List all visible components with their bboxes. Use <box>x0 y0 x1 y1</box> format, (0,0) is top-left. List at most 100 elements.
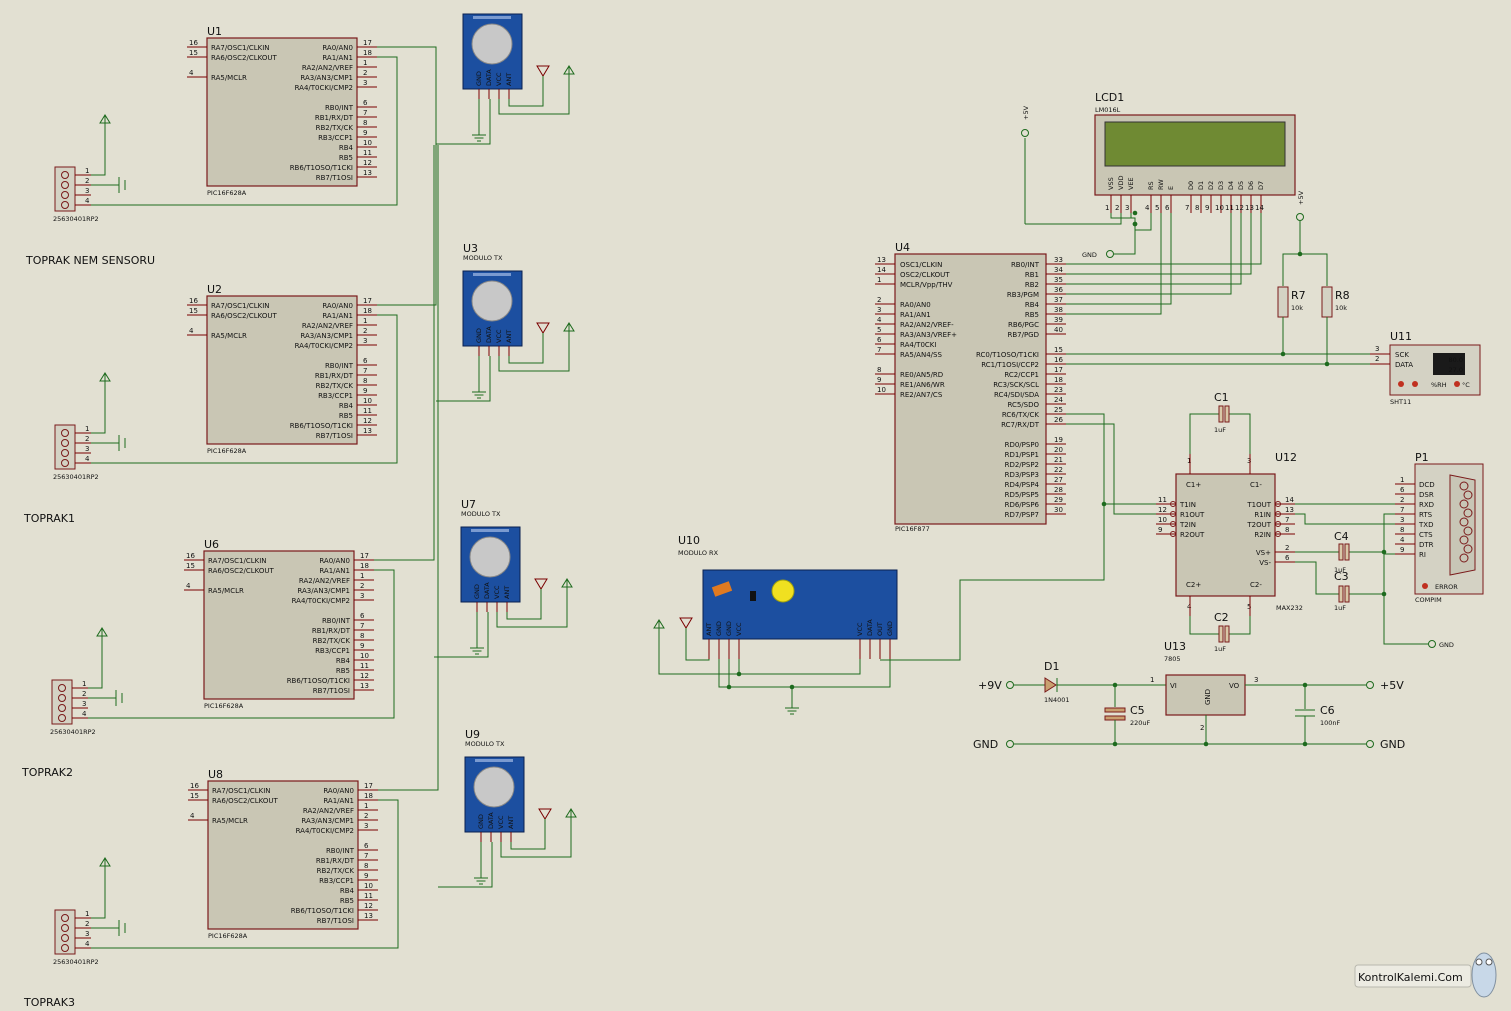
tx-ref: U3 <box>463 242 478 255</box>
pin-name: DSR <box>1419 491 1434 499</box>
r8-value: 10k <box>1335 304 1347 312</box>
pin-number: 26 <box>1054 416 1063 424</box>
rx-pin-name: GND <box>715 621 723 636</box>
pin-number: 30 <box>1054 506 1063 514</box>
pin-name: RA1/AN1 <box>322 312 353 320</box>
tx-ref: U9 <box>465 728 480 741</box>
antenna-symbol <box>536 322 550 357</box>
pin-name: RA4/T0CKI/CMP2 <box>295 84 353 92</box>
pin-name: C2+ <box>1186 581 1201 589</box>
plus9v-label: +9V <box>978 679 1002 692</box>
chip-part: PIC16F877 <box>895 525 930 533</box>
lcd-pin-name: RS <box>1147 181 1155 190</box>
pin-number: 7 <box>1285 516 1289 524</box>
header-pin-number: 2 <box>85 435 89 443</box>
junction-dot <box>1132 210 1138 216</box>
pin-number: 2 <box>1400 496 1404 504</box>
wire-rx-gnd <box>718 659 891 688</box>
power-arrow <box>565 808 577 818</box>
pin-name: RB1/RX/DT <box>316 857 355 865</box>
pin-number: 38 <box>1054 306 1063 314</box>
pin-bubble <box>1275 521 1281 527</box>
watermark-text: KontrolKalemi.Com <box>1358 971 1463 984</box>
power-arrow <box>563 322 575 332</box>
wire-r1in <box>1295 513 1395 525</box>
header-pin <box>61 459 69 467</box>
pin-number: 39 <box>1054 316 1063 324</box>
sht-pin-sck: SCK <box>1395 351 1409 359</box>
tx-pin-name: VCC <box>495 72 503 86</box>
pin-name: T2IN <box>1179 521 1196 529</box>
pin-number: 7 <box>363 109 367 117</box>
pin-bubble <box>1275 501 1281 507</box>
pin-number: 17 <box>1054 366 1063 374</box>
pin-name: RA0/AN0 <box>322 44 353 52</box>
power-terminal <box>99 114 111 151</box>
rx-pin-name: OUT <box>876 622 884 636</box>
max232-chip <box>1175 473 1276 597</box>
pin-name: RD2/PSP2 <box>1005 461 1039 469</box>
pin-number: 1 <box>363 317 367 325</box>
lcd-pin-name: D2 <box>1207 181 1215 190</box>
pin-name: RA1/AN1 <box>900 311 931 319</box>
wire-c1 <box>1229 413 1251 454</box>
wire-rx-module <box>880 504 1105 661</box>
pin-name: RA2/AN2/VREF <box>303 807 354 815</box>
header-pin-number: 3 <box>85 187 89 195</box>
pin-number: 7 <box>877 346 881 354</box>
pin-number: 15 <box>189 307 198 315</box>
wire-hdr4 <box>88 569 395 719</box>
junction-dot <box>1324 361 1330 367</box>
antenna-icon <box>538 808 552 820</box>
pin-name: RA5/AN4/SS <box>900 351 942 359</box>
pin-number: 2 <box>1200 724 1204 732</box>
wire-hdr1 <box>88 634 103 689</box>
tx-pin-name: GND <box>475 71 483 86</box>
pin-number: 1 <box>364 802 368 810</box>
header-part: 25630401RP2 <box>53 958 99 966</box>
pin-name: RTS <box>1419 511 1433 519</box>
pin-number: 14 <box>877 266 886 274</box>
pin-number: 6 <box>363 99 368 107</box>
chip-part: PIC16F628A <box>207 447 247 455</box>
regulator-7805 <box>1165 674 1246 716</box>
tx-label: MODULO TX <box>463 254 503 262</box>
ground-symbol <box>470 642 484 655</box>
pin-number: 3 <box>1375 345 1379 353</box>
pin-number: 23 <box>1054 386 1063 394</box>
power-terminal-icon <box>1006 681 1014 689</box>
chip-ref: U6 <box>204 538 219 551</box>
antenna-symbol <box>538 808 552 843</box>
lcd-pin-number: 4 <box>1145 204 1150 212</box>
pin-name: RB4 <box>339 144 354 152</box>
wire-rx <box>1066 423 1156 515</box>
pin-name: RB5 <box>1025 311 1039 319</box>
wire-d7 <box>1066 213 1262 265</box>
pin-name: RC7/RX/DT <box>1001 421 1040 429</box>
wire-gnd <box>1383 516 1428 645</box>
pin-name: RB4 <box>340 887 355 895</box>
pin-number: 16 <box>189 39 198 47</box>
lcd-pin-number: 9 <box>1205 204 1209 212</box>
tx-pin-name: GND <box>477 814 485 829</box>
pin-name: RB7/PGD <box>1007 331 1039 339</box>
power-terminal <box>561 578 573 615</box>
max232-ref: U12 <box>1275 451 1297 464</box>
sensor-node-4: U8PIC16F628A16RA7/OSC1/CLKIN15RA6/OSC2/C… <box>23 145 572 1009</box>
pin-name: RA5/MCLR <box>212 817 248 825</box>
pin-number: 3 <box>1254 676 1258 684</box>
pin-name: RD0/PSP0 <box>1005 441 1039 449</box>
compim-error: ERROR <box>1435 583 1458 591</box>
pin-name: RD5/PSP5 <box>1005 491 1039 499</box>
pin-name: TXD <box>1418 521 1433 529</box>
pin-name: RA7/OSC1/CLKIN <box>211 302 270 310</box>
rx-module-board <box>702 569 898 640</box>
pin-bubble <box>1170 521 1176 527</box>
junction-dot <box>1112 682 1118 688</box>
pin-name: RB4 <box>1025 301 1040 309</box>
pin-number: 8 <box>877 366 881 374</box>
power-arrow <box>561 578 573 588</box>
pin-name: RA7/OSC1/CLKIN <box>208 557 267 565</box>
pin-number: 12 <box>363 417 372 425</box>
